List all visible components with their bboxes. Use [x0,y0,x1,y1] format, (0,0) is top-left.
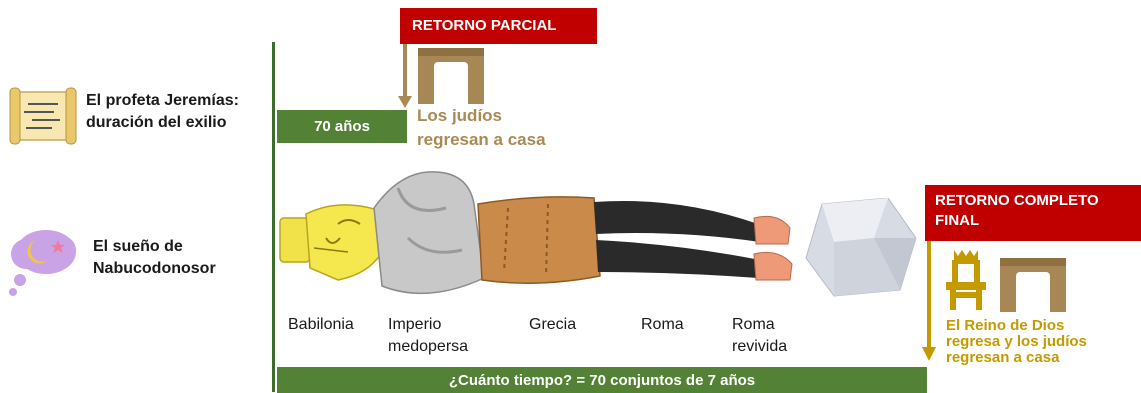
final-return-text: El Reino de Dios regresa y los judíos re… [946,318,1087,366]
dream-label-line2: Nabucodonosor [93,260,216,277]
clay-feet [753,215,793,281]
kingdom-label-rome: Roma [641,314,684,336]
stone-icon [805,198,917,297]
silver-chest [373,171,485,295]
gate-icon [1000,258,1066,312]
partial-return-banner: RETORNO PARCIAL [400,8,597,44]
final-return-text-line3: regresan a casa [946,349,1060,366]
iron-legs [594,200,760,278]
kingdom-label-greece: Grecia [529,314,576,336]
revived-rome-text-line2: revivida [732,338,788,355]
total-duration-bar: ¿Cuánto tiempo? = 70 conjuntos de 7 años [277,367,927,393]
seventy-years-label: 70 años [314,118,370,135]
scroll-icon [9,87,77,145]
final-return-banner-line1: RETORNO COMPLETO [935,192,1099,209]
final-return-text-line2: regresa y los judíos [946,333,1087,350]
jeremiah-label-line2: duración del exilio [86,114,227,131]
partial-return-arrow-icon [398,44,412,108]
total-duration-label: ¿Cuánto tiempo? = 70 conjuntos de 7 años [448,371,756,389]
final-return-text-line1: El Reino de Dios [946,317,1065,334]
revived-rome-text-line1: Roma [732,316,775,333]
kingdom-label-medo-persia: Imperio medopersa [388,314,468,358]
final-return-banner: RETORNO COMPLETO FINAL [925,185,1141,241]
rome-text: Roma [641,316,684,333]
gate-icon [418,48,484,104]
partial-return-text: Los judíos regresan a casa [417,104,546,152]
jeremiah-label-line1: El profeta Jeremías: [86,92,239,109]
persia-text-line2: medopersa [388,338,469,355]
kingdom-label-revived-rome: Roma revivida [732,314,787,358]
greece-text: Grecia [529,316,577,333]
dream-cloud-icon [9,230,76,296]
jeremiah-label: El profeta Jeremías: duración del exilio [86,90,239,134]
dream-label-line1: El sueño de [93,238,183,255]
partial-return-text-line1: Los judíos [417,106,502,125]
gold-head [279,204,389,281]
dream-label: El sueño de Nabucodonosor [93,236,216,280]
bronze-belly [477,196,601,284]
statue-icon [279,171,793,295]
babylon-text: Babilonia [288,316,354,333]
final-return-arrow-icon [922,241,936,361]
partial-return-text-line2: regresan a casa [417,130,546,149]
final-return-banner-line2: FINAL [935,212,980,229]
throne-icon [946,250,986,310]
kingdom-label-babylon: Babilonia [288,314,354,336]
timeline-axis [272,42,275,392]
persia-text-line1: Imperio [388,316,442,333]
partial-return-banner-label: RETORNO PARCIAL [412,17,557,34]
seventy-years-bar: 70 años [277,110,407,143]
